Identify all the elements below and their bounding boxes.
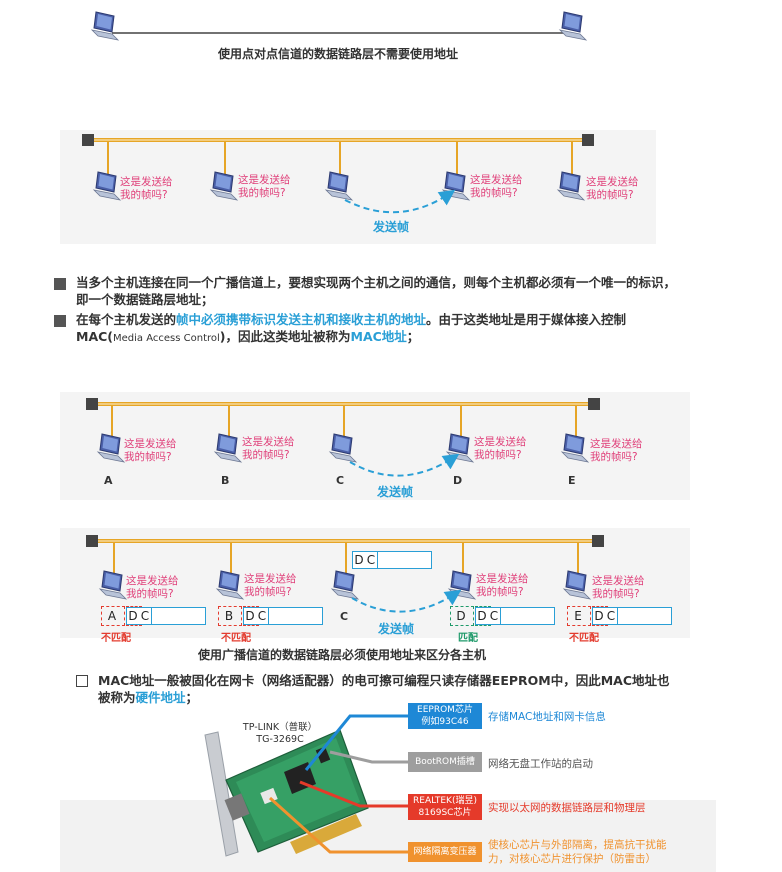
host-address-box [218, 606, 242, 626]
frame-dest-address: D [354, 553, 364, 567]
question-bubble: 这是发送给我的帧吗? [124, 438, 177, 463]
p2p-link [91, 11, 587, 41]
send-frame-label: 发送帧 [377, 485, 414, 499]
received-frame [592, 607, 672, 625]
broadcast-bus-1 [60, 130, 656, 244]
frame-dest-address: D [477, 609, 487, 623]
question-bubble: 这是发送给我的帧吗? [476, 573, 529, 598]
frame-dest-address: D [245, 609, 255, 623]
frame-src-address: C [365, 552, 378, 568]
host-label-d: D [456, 609, 466, 623]
bullet-square-icon [54, 278, 66, 290]
broadcast-bus-2 [60, 392, 690, 500]
question-bubble: 这是发送给我的帧吗? [120, 176, 173, 201]
received-frame [126, 607, 206, 625]
transformer-tag: 网络隔离变压器 [408, 842, 482, 862]
no-match-label: 不匹配 [101, 633, 131, 644]
transformer-desc: 使核心芯片与外部隔离，提高抗干扰能力，对核心芯片进行保护（防雷击） [488, 839, 667, 865]
host-label-d: D [453, 474, 463, 487]
bootrom-desc: 网络无盘工作站的启动 [488, 758, 593, 770]
frame-src-address: C [139, 608, 152, 624]
bottom-paragraph: MAC地址一般被固化在网卡（网络适配器）的电可擦可编程只读存储器EEPROM中，… [98, 673, 670, 705]
frame-src-address: C [605, 608, 618, 624]
host-label-e: E [568, 474, 576, 487]
frame-src-address: C [488, 608, 501, 624]
bullet-square-icon [54, 315, 66, 327]
question-bubble: 这是发送给我的帧吗? [586, 176, 639, 201]
host-address-box [567, 606, 591, 626]
send-frame-label: 发送帧 [373, 220, 410, 234]
frame-dest-address: D [128, 609, 138, 623]
frame-dest-address: D [594, 609, 604, 623]
frame-src-address: C [256, 608, 269, 624]
realtek-tag: REALTEK(瑞昱)8169SC芯片 [408, 794, 482, 820]
received-frame [475, 607, 555, 625]
host-label-a: A [104, 474, 113, 487]
host-label-c: C [340, 610, 349, 623]
bootrom-tag: BootROM插槽 [408, 752, 482, 772]
p2p-caption: 使用点对点信道的数据链路层不需要使用地址 [218, 47, 459, 61]
bullet-checkbox-icon [76, 675, 88, 687]
question-bubble: 这是发送给我的帧吗? [592, 575, 645, 600]
question-bubble: 这是发送给我的帧吗? [470, 174, 523, 199]
broadcast-caption: 使用广播信道的数据链路层必须使用地址来区分各主机 [198, 648, 487, 662]
question-bubble: 这是发送给我的帧吗? [242, 436, 295, 461]
no-match-label: 不匹配 [569, 633, 599, 644]
question-bubble: 这是发送给我的帧吗? [238, 174, 291, 199]
host-label-a: A [107, 609, 117, 623]
eeprom-tag: EEPROM芯片例如93C46 [408, 703, 482, 729]
bus-frame [352, 551, 432, 569]
bullet-text-2: 在每个主机发送的帧中必须携带标识发送主机和接收主机的地址。由于这类地址是用于媒体… [76, 312, 627, 344]
question-bubble: 这是发送给我的帧吗? [474, 436, 527, 461]
question-bubble: 这是发送给我的帧吗? [244, 573, 297, 598]
realtek-desc: 实现以太网的数据链路层和物理层 [488, 802, 646, 814]
host-label-c: C [336, 474, 345, 487]
no-match-label: 不匹配 [221, 633, 251, 644]
received-frame [243, 607, 323, 625]
host-label-e: E [574, 609, 582, 623]
bullet-text-1: 当多个主机连接在同一个广播信道上，要想实现两个主机之间的通信，则每个主机都必须有… [76, 275, 677, 307]
host-label-b: B [221, 474, 230, 487]
send-frame-label: 发送帧 [378, 622, 415, 636]
question-bubble: 这是发送给我的帧吗? [126, 575, 179, 600]
card-model-label: TP-LINK（普联） TG-3269C [242, 722, 318, 745]
eeprom-desc: 存储MAC地址和网卡信息 [488, 711, 606, 723]
question-bubble: 这是发送给我的帧吗? [590, 438, 643, 463]
host-address-box [450, 606, 474, 626]
match-label: 匹配 [458, 633, 478, 644]
network-card-image [60, 714, 716, 872]
host-label-b: B [224, 609, 234, 623]
host-address-box [101, 606, 125, 626]
